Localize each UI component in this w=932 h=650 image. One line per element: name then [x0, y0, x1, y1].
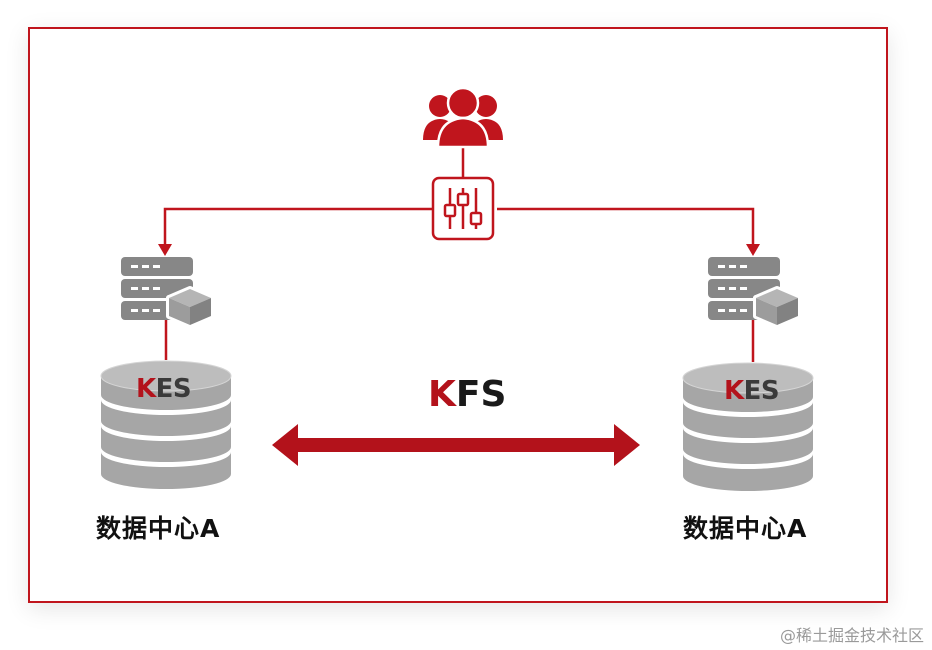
left-datacenter-label: 数据中心A [96, 514, 221, 543]
right-branch-line [497, 207, 755, 250]
sync-double-arrow [272, 424, 640, 466]
users-group-icon [423, 86, 503, 149]
protocol-label: KFS [428, 374, 507, 415]
sliders-control-icon [431, 176, 495, 241]
right-database-label: KES [724, 376, 780, 406]
left-branch-line [163, 207, 432, 250]
left-database-icon [100, 360, 232, 489]
watermark-text: @稀土掘金技术社区 [779, 626, 924, 645]
right-server-icon [708, 257, 801, 328]
cube-icon [753, 286, 801, 328]
right-branch-arrowhead [746, 244, 760, 256]
left-branch-arrowhead [158, 244, 172, 256]
left-database-label: KES [136, 374, 192, 404]
right-datacenter-label: 数据中心A [683, 514, 808, 543]
left-server-icon [121, 257, 214, 328]
cube-icon [166, 286, 214, 328]
right-database-icon [682, 362, 814, 491]
